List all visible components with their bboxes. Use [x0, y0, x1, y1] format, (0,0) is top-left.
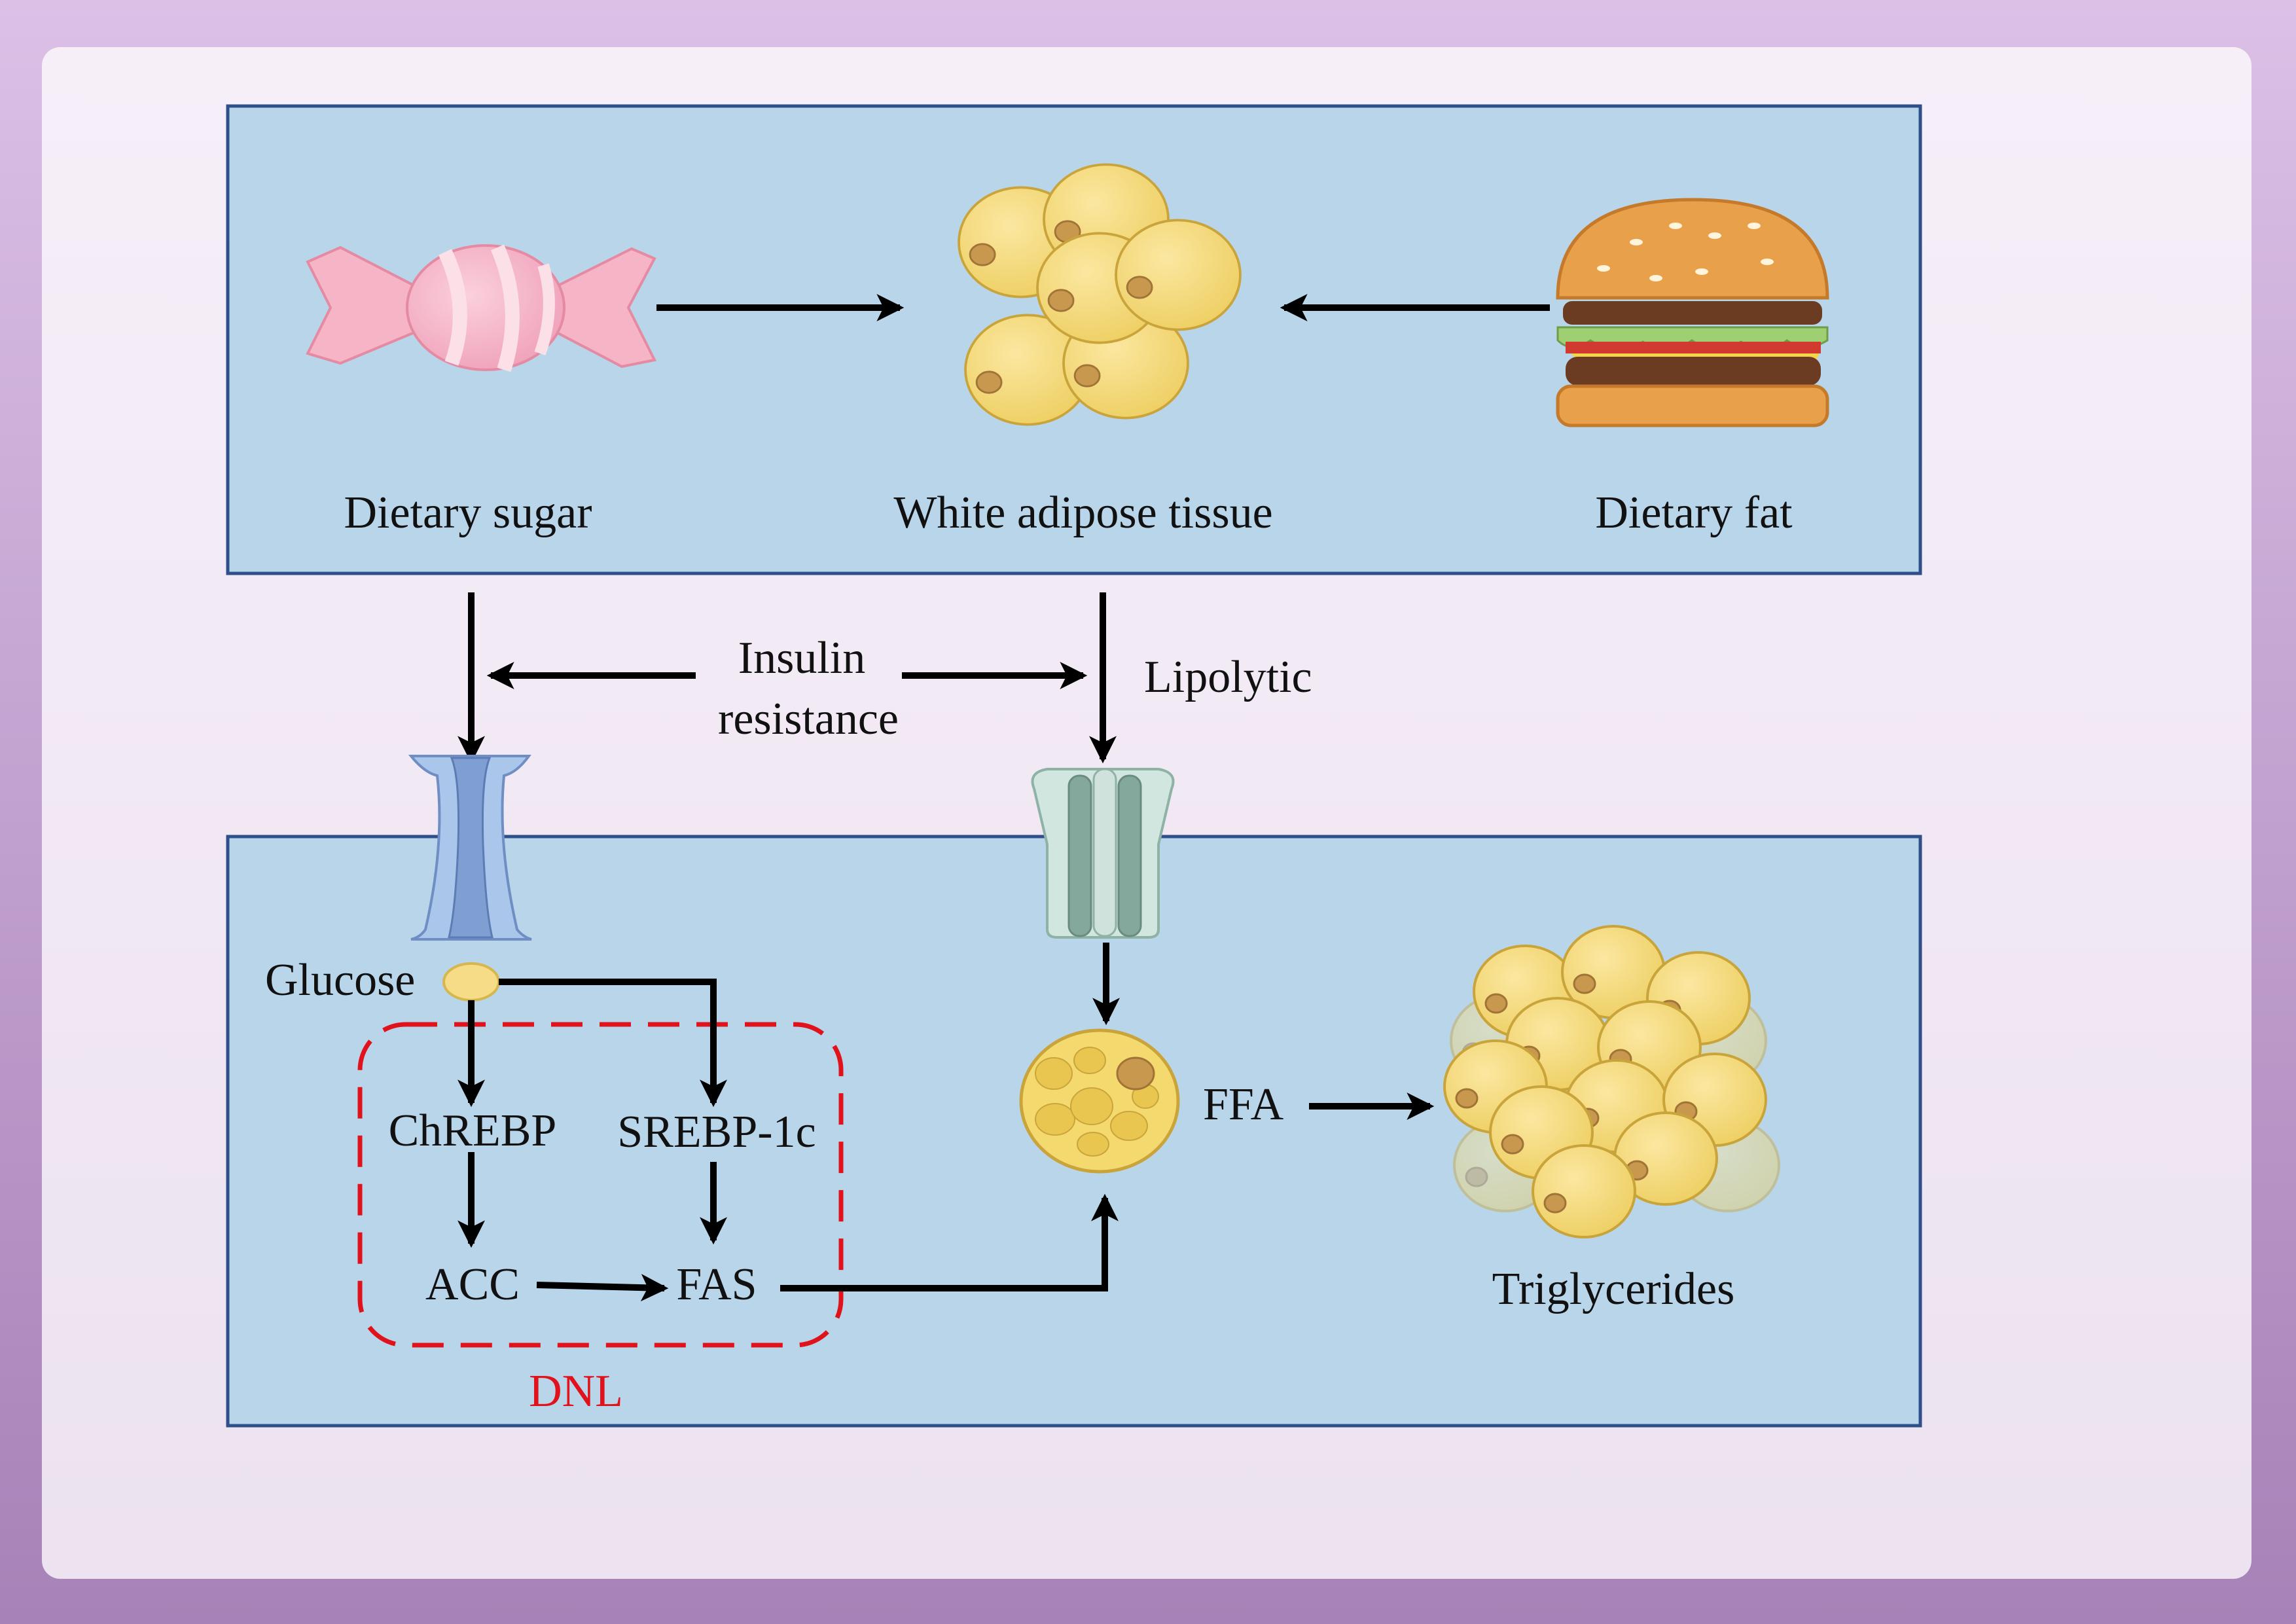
lipolytic-label: Lipolytic: [1144, 652, 1312, 702]
dietary-fat-label: Dietary fat: [1595, 488, 1793, 538]
fas-to-ffa-arrow: [780, 1193, 1119, 1291]
candy-icon: [306, 244, 656, 372]
insulin-resistance-label-line2: resistance: [718, 694, 899, 744]
white-adipose-tissue-label: White adipose tissue: [893, 488, 1272, 538]
dnl-dashed-box: [357, 1022, 844, 1348]
triglycerides-cells-icon: [1443, 925, 1780, 1238]
acc-to-fas-arrow: [536, 1274, 669, 1302]
srebp-1c-label: SREBP-1c: [617, 1107, 816, 1157]
dietary-sugar-label: Dietary sugar: [344, 488, 592, 538]
ffa-label: FFA: [1203, 1079, 1284, 1130]
glucose-to-srebp-arrow: [499, 979, 727, 1108]
chrebp-label: ChREBP: [389, 1106, 557, 1156]
ffa-droplet-icon: [1019, 1028, 1180, 1174]
dnl-label: DNL: [529, 1366, 623, 1416]
fas-label: FAS: [676, 1259, 757, 1310]
ffa-channel-icon: [1031, 768, 1175, 939]
glucose-label: Glucose: [265, 955, 415, 1005]
insulin-resistance-label-line1: Insulin: [738, 633, 865, 683]
triglycerides-label: Triglycerides: [1492, 1264, 1735, 1314]
burger-icon: [1556, 198, 1829, 427]
acc-label: ACC: [425, 1259, 520, 1310]
glucose-molecule-icon: [442, 962, 500, 1001]
glucose-transporter-icon: [408, 755, 532, 941]
